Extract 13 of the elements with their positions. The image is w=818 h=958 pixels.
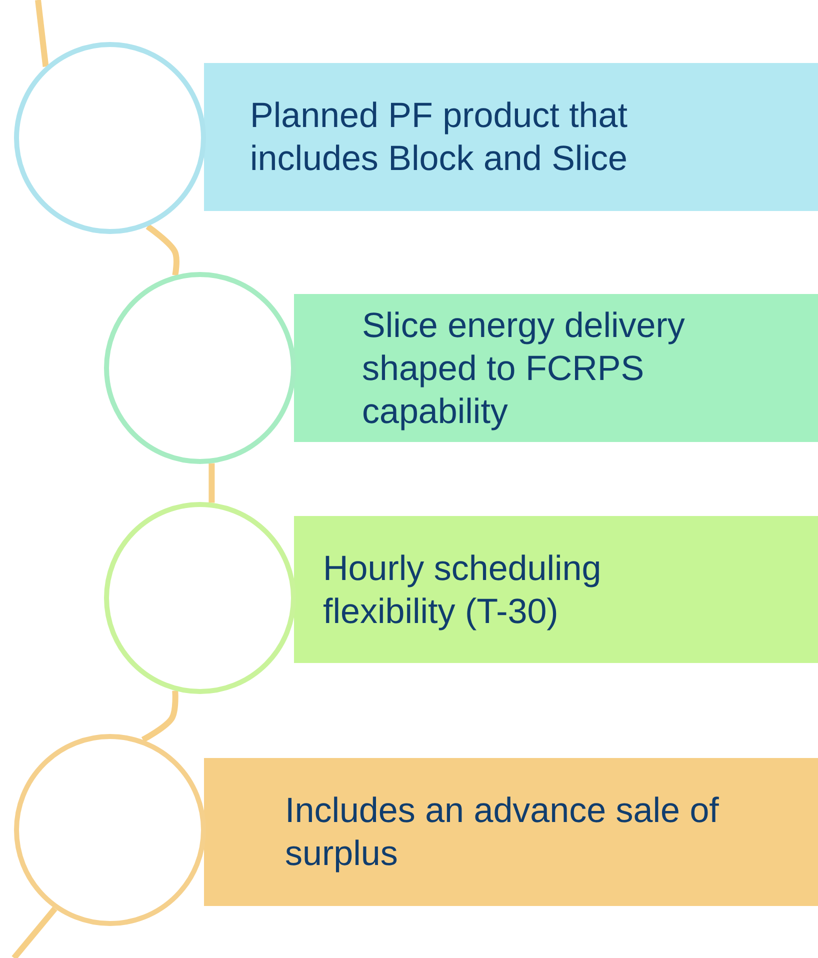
connector-line [146,224,180,276]
text-band [294,516,818,663]
band-text: Planned PF product that includes Block and Slice [250,95,628,180]
text-band [204,758,818,906]
band-text: Slice energy delivery shaped to FCRPS capability [362,304,686,432]
band-text: Includes an advance sale of surplus [285,790,720,875]
connector-line [208,463,215,503]
connector-line [12,906,58,958]
text-band [294,294,818,442]
connector-line [35,0,49,68]
band-text: Hourly scheduling flexibility (T-30) [323,548,602,632]
text-band [204,63,818,211]
connector-line [141,690,178,742]
